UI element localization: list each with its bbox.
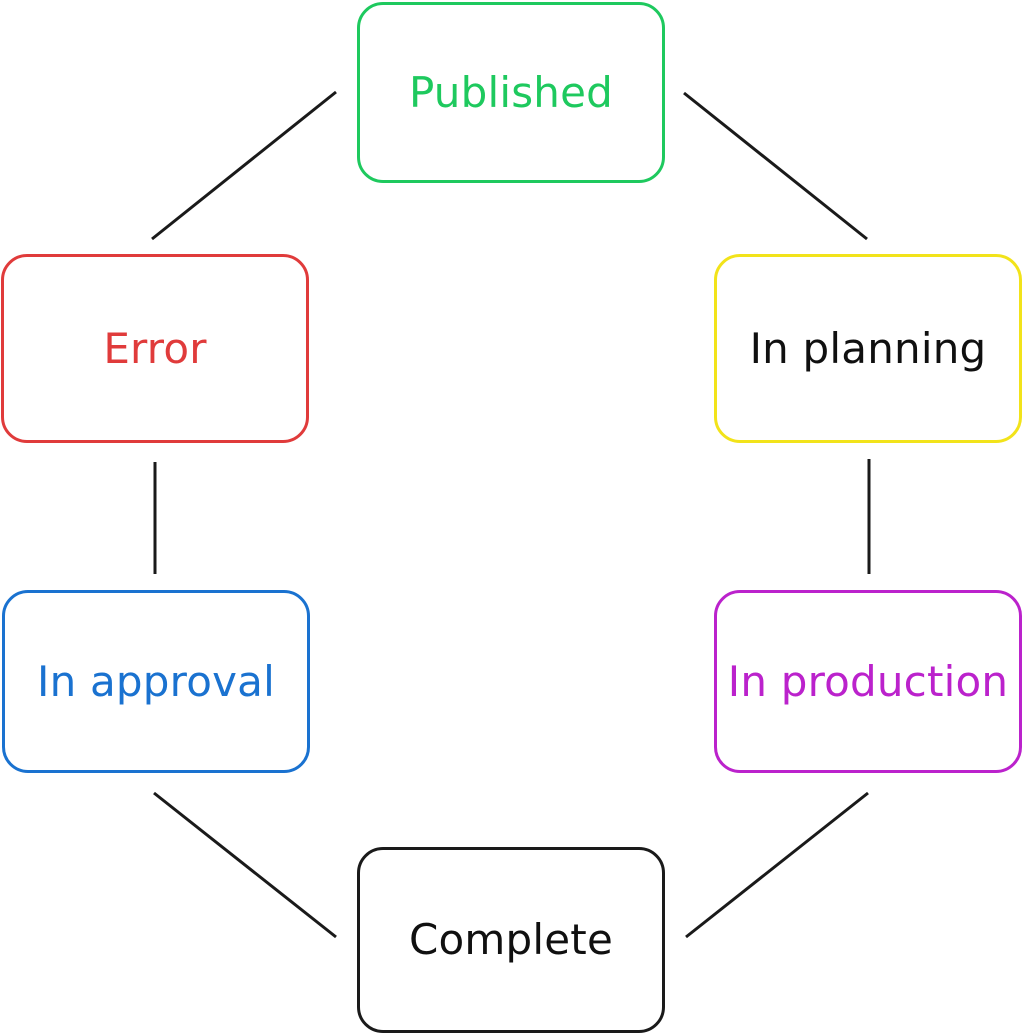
node-in-planning[interactable]: In planning xyxy=(714,254,1022,443)
node-label-error: Error xyxy=(103,323,207,373)
edge-complete-in-approval xyxy=(153,791,337,939)
edge-published-error xyxy=(151,90,337,241)
node-label-in-approval: In approval xyxy=(37,656,275,706)
node-complete[interactable]: Complete xyxy=(357,847,665,1033)
node-label-published: Published xyxy=(408,67,613,117)
node-error[interactable]: Error xyxy=(1,254,309,443)
edge-published-in-planning xyxy=(683,91,868,241)
node-published[interactable]: Published xyxy=(357,2,665,183)
edge-in-production-complete xyxy=(685,791,869,939)
node-label-in-production: In production xyxy=(727,656,1009,706)
node-label-in-planning: In planning xyxy=(749,323,987,373)
node-in-production[interactable]: In production xyxy=(714,590,1022,773)
node-in-approval[interactable]: In approval xyxy=(2,590,310,773)
node-label-complete: Complete xyxy=(408,915,613,964)
